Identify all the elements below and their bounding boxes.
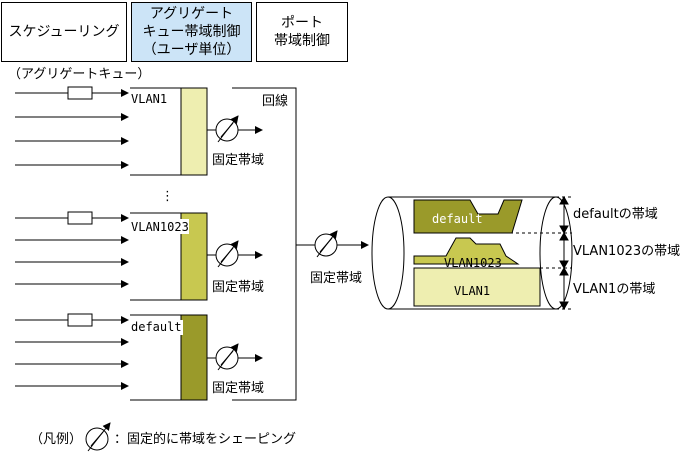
pipe-default-label: default — [432, 212, 483, 226]
queue-group-default: default 固定帯域 — [15, 313, 264, 401]
port-shaper: 固定帯域 — [296, 230, 369, 286]
queue-caption: （アグリゲートキュー） — [8, 67, 150, 82]
line-bracket: 回線 — [232, 87, 297, 401]
vlan1023-rate-label: 固定帯域 — [212, 280, 264, 295]
queue-lines-default — [15, 313, 129, 390]
pipe-vlan1023-band — [413, 237, 520, 265]
band-label-vlan1: VLAN1の帯域 — [573, 282, 655, 297]
port-rate-label: 固定帯域 — [310, 271, 362, 286]
legend-text: ：固定的に帯域をシェーピング — [114, 431, 296, 447]
pipe-vlan1023-label: VLAN1023 — [444, 256, 502, 270]
band-dimensions — [559, 195, 569, 311]
tab-port-shaping: ポート 帯域制御 — [256, 2, 348, 62]
band-label-vlan1023: VLAN1023の帯域 — [573, 244, 680, 259]
band-label-default: defaultの帯域 — [573, 207, 658, 222]
tab-scheduling: スケジューリング — [1, 2, 127, 62]
queue-group-vlan1023: VLAN1023 固定帯域 — [15, 211, 264, 301]
vlan1-rate-label: 固定帯域 — [212, 153, 264, 168]
default-rate-label: 固定帯域 — [212, 381, 264, 396]
default-bar — [180, 314, 208, 401]
vlan1-label: VLAN1 — [131, 92, 167, 106]
line-label: 回線 — [262, 93, 288, 109]
legend-prefix: （凡例） — [30, 432, 82, 447]
queue-lines-vlan1023 — [15, 211, 129, 288]
default-label: default — [131, 320, 182, 334]
tab-aggregate-queue-shaping: アグリゲート キュー帯域制御 （ユーザ単位） — [131, 2, 252, 62]
vlan1-bar — [180, 87, 208, 176]
pipe-vlan1-label: VLAN1 — [454, 284, 490, 298]
ellipsis-dots: ⋮ — [161, 189, 174, 204]
line-pipe: default VLAN1023 VLAN1 — [371, 196, 573, 310]
pipe-left-end — [371, 196, 405, 310]
queue-lines-vlan1 — [15, 86, 129, 169]
legend: （凡例） ：固定的に帯域をシェーピング — [30, 422, 296, 452]
queue-group-vlan1: VLAN1 固定帯域 — [15, 86, 264, 176]
vlan1023-label: VLAN1023 — [131, 220, 189, 234]
